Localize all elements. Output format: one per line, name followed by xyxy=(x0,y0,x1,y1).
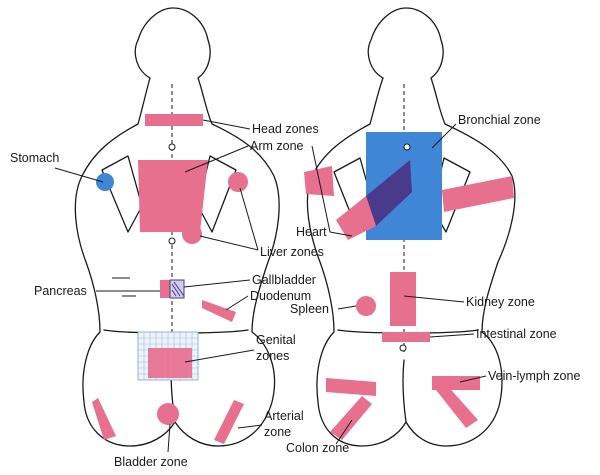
heart-zone-right-shoulder xyxy=(442,176,514,212)
liver-zone-upper xyxy=(228,172,248,192)
leader-spleen xyxy=(337,305,357,310)
right-figure-outline xyxy=(306,7,516,447)
label-liver-zones: Liver zones xyxy=(260,245,324,259)
leader-colon xyxy=(335,419,353,445)
heart-zone-overlap xyxy=(366,160,412,226)
left-shoulder-blade-left xyxy=(101,155,143,233)
right-vertebra-mark-lower xyxy=(399,344,407,352)
vein-lymph-zone-left xyxy=(326,378,376,396)
leader-arm-zone xyxy=(184,145,249,173)
label-heart: Heart xyxy=(296,225,327,239)
spleen-zone xyxy=(356,296,376,316)
leader-bladder xyxy=(167,423,171,453)
leader-liver-upper xyxy=(239,187,259,251)
label-stomach: Stomach xyxy=(10,151,59,165)
vein-lymph-zone-right xyxy=(432,376,480,390)
leader-duodenum xyxy=(225,295,249,311)
label-bronchial-zone: Bronchial zone xyxy=(458,113,541,127)
bladder-zone xyxy=(157,403,179,425)
label-bladder-zone: Bladder zone xyxy=(114,455,188,469)
kidney-zone xyxy=(390,272,416,326)
heart-zone xyxy=(336,196,376,240)
leader-intestinal xyxy=(429,333,475,338)
colon-zone-right xyxy=(436,384,478,428)
gallbladder-hatching xyxy=(171,281,185,297)
leader-head-zones xyxy=(202,119,251,130)
leader-genital xyxy=(184,349,255,363)
right-vertebra-mark-upper xyxy=(403,143,411,151)
duodenum-zone xyxy=(202,300,236,322)
arterial-zone-right xyxy=(214,400,244,444)
label-genital-line1: Genital xyxy=(256,333,296,347)
head-zone xyxy=(145,114,203,126)
right-figure xyxy=(304,7,516,447)
leader-vein-lymph xyxy=(459,375,487,383)
label-genital-line2: zones xyxy=(256,349,289,363)
leader-heart-1 xyxy=(311,145,331,233)
label-arterial-line2: zone xyxy=(264,425,291,439)
genital-zone xyxy=(148,348,192,378)
label-head-zones: Head zones xyxy=(252,122,319,136)
leader-liver-lower xyxy=(199,235,259,251)
arterial-zone-left xyxy=(92,398,116,440)
intestinal-zone xyxy=(382,332,430,342)
leader-heart-2 xyxy=(329,231,353,237)
pancreas-zone xyxy=(160,280,170,298)
left-figure-outline xyxy=(74,7,280,447)
label-kidney-zone: Kidney zone xyxy=(466,295,535,309)
label-vein-lymph-zone: Vein-lymph zone xyxy=(488,369,580,383)
liver-zone-lower xyxy=(182,224,202,244)
gallbladder-zone xyxy=(169,279,185,299)
label-intestinal-zone: Intestinal zone xyxy=(476,327,557,341)
label-arm-zone: Arm zone xyxy=(250,139,304,153)
label-gallbladder: Gallbladder xyxy=(252,273,316,287)
label-spleen: Spleen xyxy=(290,302,329,316)
leader-kidney xyxy=(403,295,465,303)
left-figure xyxy=(74,7,280,447)
labels: Head zones Arm zone Stomach Liver zones … xyxy=(10,113,580,469)
colon-zone-left xyxy=(330,396,372,440)
label-pancreas: Pancreas xyxy=(34,284,87,298)
leader-stomach xyxy=(54,167,104,183)
stomach-zone xyxy=(96,173,114,191)
left-vertebra-mark-lower xyxy=(168,237,176,245)
label-colon-zone: Colon zone xyxy=(286,441,349,455)
right-buttock-cleft xyxy=(402,359,407,423)
arm-zone xyxy=(138,160,208,232)
label-arterial-line1: Arterial xyxy=(264,409,304,423)
leader-lines xyxy=(54,119,487,453)
left-vertebra-mark-upper xyxy=(168,143,176,151)
leader-gallbladder xyxy=(183,279,251,288)
label-duodenum: Duodenum xyxy=(250,289,311,303)
leader-bronchial xyxy=(431,123,457,149)
leader-arterial xyxy=(237,424,263,429)
